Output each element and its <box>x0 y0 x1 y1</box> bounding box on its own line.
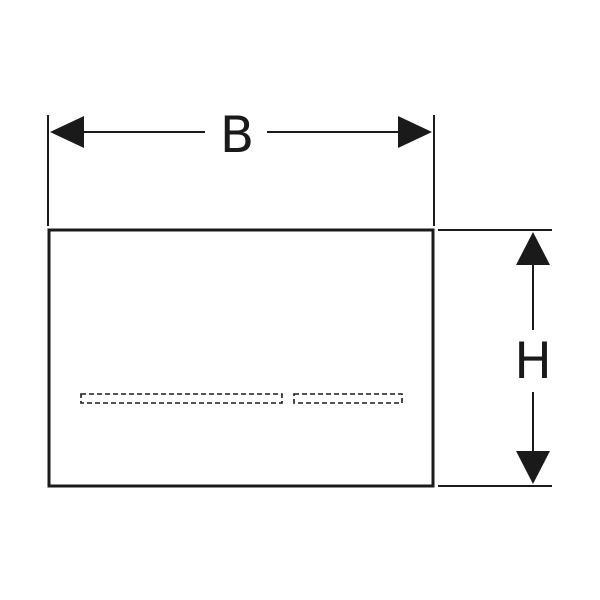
dual-flush-button-large-outline <box>80 393 283 404</box>
dual-flush-button-small-outline <box>293 393 403 404</box>
height-arrowhead-top <box>516 232 550 265</box>
width-arrowhead-left <box>50 116 84 148</box>
plate-outline <box>47 228 435 488</box>
width-label: B <box>220 106 254 164</box>
width-arrowhead-right <box>398 116 432 148</box>
height-label: H <box>514 332 552 390</box>
height-arrowhead-bottom <box>516 451 550 484</box>
